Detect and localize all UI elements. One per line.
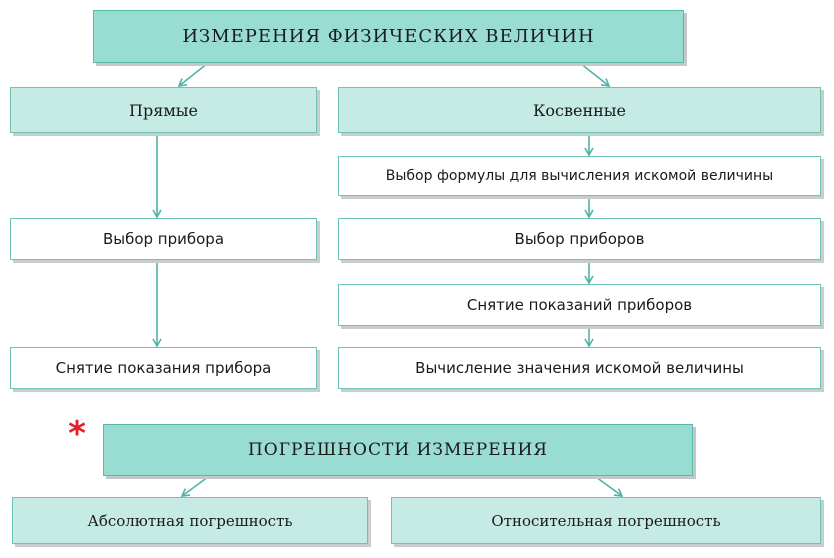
indirect-step-choose-instruments: Выбор приборов [338,218,821,260]
direct-measurements-box: Прямые [10,87,317,133]
measurements-title: ИЗМЕРЕНИЯ ФИЗИЧЕСКИХ ВЕЛИЧИН [182,26,595,47]
indirect-step-label: Выбор приборов [514,230,645,248]
arrow-title-to-indirect [579,62,611,88]
arrow-errors-to-absolute [180,476,209,497]
indirect-step-choose-formula: Выбор формулы для вычисления искомой вел… [338,156,821,196]
relative-error-box: Относительная погрешность [391,497,821,544]
asterisk-marker: * [68,414,86,454]
indirect-measurements-box: Косвенные [338,87,821,133]
indirect-step-label: Снятие показаний приборов [466,296,693,314]
arrow-title-to-direct [177,62,209,88]
direct-step-label: Выбор прибора [102,230,225,248]
errors-title-box: ПОГРЕШНОСТИ ИЗМЕРЕНИЯ [103,424,693,476]
arrow-errors-to-relative [595,476,624,497]
indirect-step-label: Выбор формулы для вычисления искомой вел… [385,168,774,184]
errors-title: ПОГРЕШНОСТИ ИЗМЕРЕНИЯ [247,440,549,460]
direct-step-label: Снятие показания прибора [55,359,272,377]
indirect-measurements-label: Косвенные [533,100,626,120]
absolute-error-box: Абсолютная погрешность [12,497,368,544]
indirect-step-take-readings: Снятие показаний приборов [338,284,821,326]
absolute-error-label: Абсолютная погрешность [87,511,293,530]
direct-step-choose-instrument: Выбор прибора [10,218,317,260]
relative-error-label: Относительная погрешность [491,511,721,530]
indirect-step-compute-value: Вычисление значения искомой величины [338,347,821,389]
direct-measurements-label: Прямые [129,100,198,120]
measurements-title-box: ИЗМЕРЕНИЯ ФИЗИЧЕСКИХ ВЕЛИЧИН [93,10,684,63]
indirect-step-label: Вычисление значения искомой величины [415,359,744,377]
direct-step-take-reading: Снятие показания прибора [10,347,317,389]
